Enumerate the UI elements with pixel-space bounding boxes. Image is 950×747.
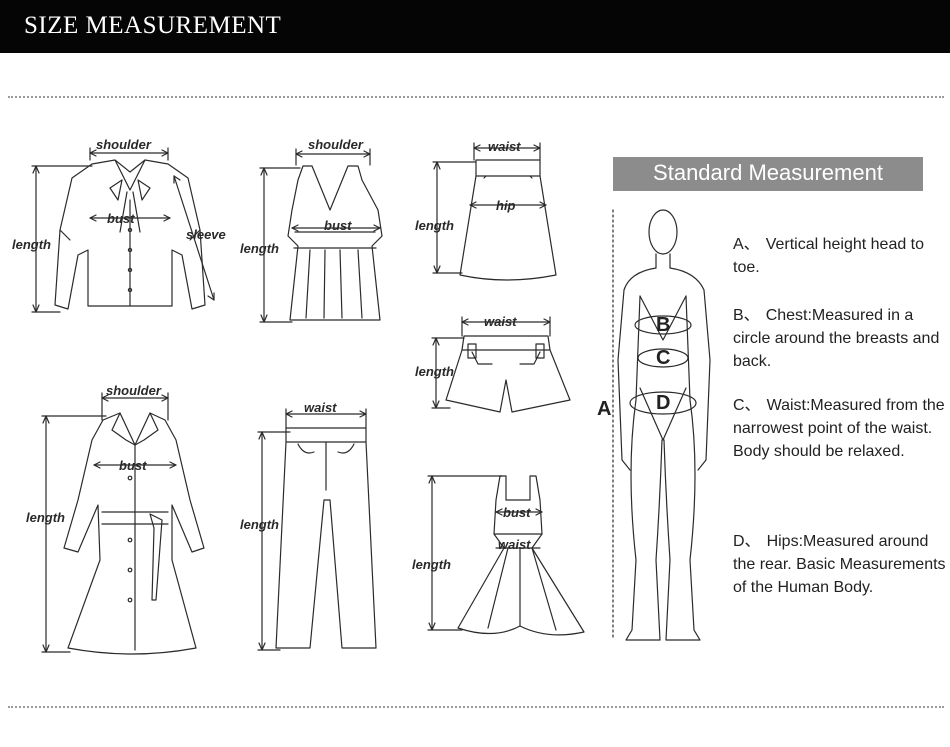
page-title: SIZE MEASUREMENT — [24, 12, 282, 39]
shorts-length-label: length — [415, 364, 454, 379]
figure-letter-c: C — [656, 347, 671, 369]
skirt-waist-label: waist — [488, 139, 521, 154]
body-figure — [612, 209, 711, 641]
shirt-sleeve-label: sleeve — [186, 227, 226, 242]
shorts-waist-label: waist — [484, 314, 517, 329]
measurement-item-d: D、Hips:Measured around the rear. Basic M… — [733, 530, 948, 599]
skirt-hip-label: hip — [496, 198, 516, 213]
coat-drawing — [41, 392, 205, 655]
tank-length-label: length — [240, 241, 279, 256]
item-a-text: Vertical height head to toe. — [733, 236, 925, 276]
coat-bust-label: bust — [119, 458, 147, 473]
dress-drawing — [427, 475, 585, 636]
coat-length-label: length — [26, 510, 65, 525]
dress-waist-label: waist — [498, 537, 531, 552]
shorts-drawing — [431, 316, 571, 413]
standard-measurement-title: Standard Measurement — [653, 160, 883, 185]
skirt-drawing — [432, 142, 557, 281]
item-d-text: Hips:Measured around the rear. Basic Mea… — [733, 533, 946, 596]
item-c-text: Waist:Measured from the narrowest point … — [733, 397, 945, 460]
coat-shoulder-label: shoulder — [106, 383, 161, 398]
top-divider — [8, 96, 944, 98]
pants-length-label: length — [240, 517, 279, 532]
bottom-divider — [8, 706, 944, 708]
item-d-marker: D、 — [733, 533, 761, 550]
figure-letter-b: B — [656, 314, 671, 336]
pants-drawing — [257, 408, 377, 651]
dress-length-label: length — [412, 557, 451, 572]
item-a-marker: A、 — [733, 236, 760, 253]
measurement-item-a: A、Vertical height head to toe. — [733, 233, 948, 279]
measurement-item-b: B、Chest:Measured in a circle around the … — [733, 304, 948, 373]
shirt-drawing — [31, 147, 215, 313]
shirt-length-label: length — [12, 237, 51, 252]
standard-measurement-banner: Standard Measurement — [613, 157, 923, 191]
pants-waist-label: waist — [304, 400, 337, 415]
header-bar: SIZE MEASUREMENT — [0, 0, 950, 53]
tank-shoulder-label: shoulder — [308, 137, 363, 152]
tank-drawing — [259, 148, 383, 323]
item-b-text: Chest:Measured in a circle around the br… — [733, 307, 940, 370]
shirt-shoulder-label: shoulder — [96, 137, 151, 152]
item-b-marker: B、 — [733, 307, 760, 324]
measurement-item-c: C、Waist:Measured from the narrowest poin… — [733, 394, 948, 463]
figure-letter-d: D — [656, 392, 671, 414]
dress-bust-label: bust — [503, 505, 531, 520]
tank-bust-label: bust — [324, 218, 352, 233]
skirt-length-label: length — [415, 218, 454, 233]
figure-letter-a: A — [597, 398, 612, 420]
shirt-bust-label: bust — [107, 211, 135, 226]
item-c-marker: C、 — [733, 397, 761, 414]
